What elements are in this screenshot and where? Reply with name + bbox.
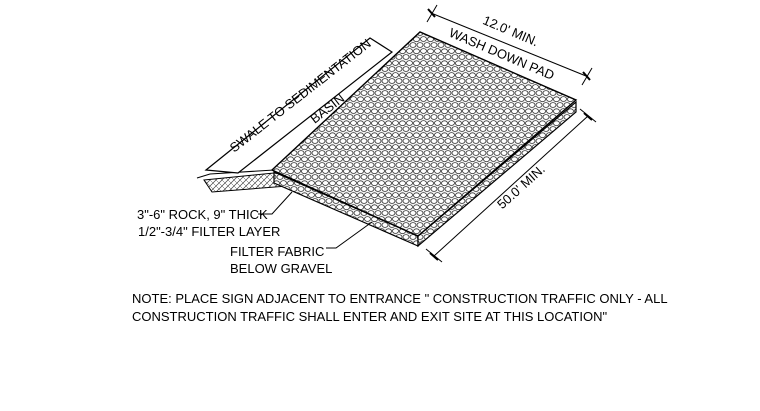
leaders bbox=[258, 191, 373, 249]
ground-line bbox=[196, 169, 275, 179]
note-line1: NOTE: PLACE SIGN ADJACENT TO ENTRANCE " … bbox=[132, 291, 668, 306]
wash-down-pad-top bbox=[270, 31, 578, 237]
fabric-leader bbox=[326, 221, 373, 249]
pad-right-face bbox=[417, 100, 577, 248]
rock-label-line2: 1/2"-3/4" FILTER LAYER bbox=[138, 224, 280, 239]
swale-band bbox=[204, 37, 394, 174]
length-dimension bbox=[425, 108, 597, 263]
fabric-label-line2: BELOW GRAVEL bbox=[230, 261, 332, 276]
rock-leader bbox=[258, 191, 293, 215]
fabric-label-line1: FILTER FABRIC bbox=[230, 244, 324, 259]
note-line2: CONSTRUCTION TRAFFIC SHALL ENTER AND EXI… bbox=[132, 309, 607, 324]
width-dimension bbox=[426, 4, 593, 86]
rock-label-line1: 3"-6" ROCK, 9" THICK bbox=[137, 207, 268, 222]
